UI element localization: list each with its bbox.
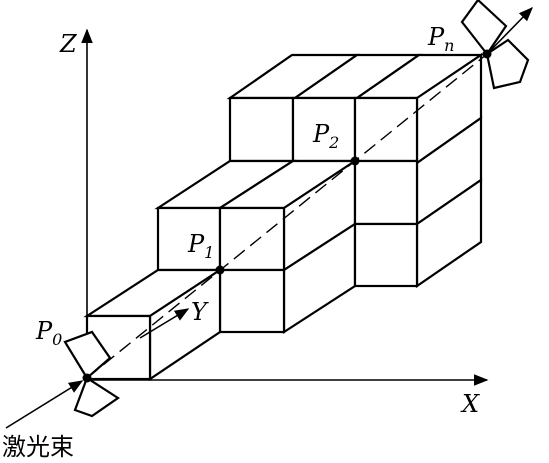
point-pn bbox=[482, 49, 492, 59]
y-axis bbox=[139, 308, 190, 339]
point-p0 bbox=[82, 373, 92, 383]
point-p1-label: P1 bbox=[187, 230, 214, 262]
point-p2-label: P2 bbox=[312, 120, 339, 152]
point-pn-label: Pn bbox=[427, 23, 454, 55]
z-axis-label: Z bbox=[59, 30, 78, 58]
point-p1 bbox=[215, 265, 225, 275]
mirror-pn-icon bbox=[460, 0, 530, 90]
point-p2 bbox=[350, 156, 360, 166]
laser-beam-incoming bbox=[5, 380, 84, 429]
laser-beam-caption: 激光束 bbox=[2, 433, 74, 461]
x-axis-label: X bbox=[460, 390, 480, 418]
block-structure bbox=[83, 52, 485, 382]
laser-beam-dashed bbox=[86, 53, 488, 379]
y-axis-label: Y bbox=[191, 298, 209, 326]
mirror-p0-icon bbox=[63, 330, 120, 418]
laser-beam-outgoing bbox=[486, 6, 534, 55]
point-p0-label: P0 bbox=[35, 317, 62, 349]
